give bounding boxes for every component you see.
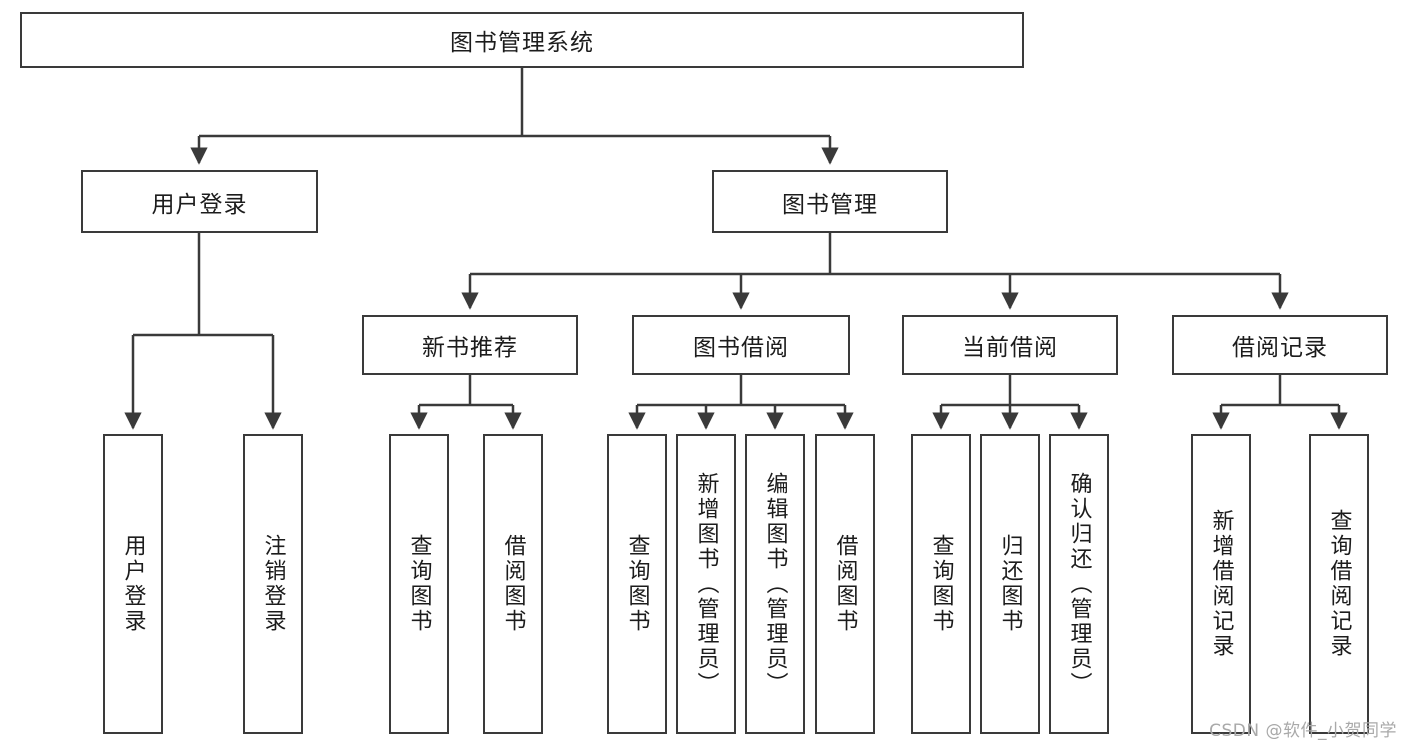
node-borrow-record-label: 借阅记录 <box>1232 335 1328 361</box>
leaf-label: 确认归还（管理员） <box>1066 471 1092 697</box>
node-book-borrow[interactable]: 图书借阅 <box>632 315 850 375</box>
node-root-label: 图书管理系统 <box>450 30 594 56</box>
leaf-current-borrow-confirm[interactable]: 确认归还（管理员） <box>1049 434 1109 734</box>
leaf-label: 编辑图书（管理员） <box>762 471 788 697</box>
leaf-borrow-record-add[interactable]: 新增借阅记录 <box>1191 434 1251 734</box>
node-book-management-label: 图书管理 <box>782 191 878 218</box>
leaf-book-borrow-borrow[interactable]: 借阅图书 <box>815 434 875 734</box>
leaf-book-borrow-edit[interactable]: 编辑图书（管理员） <box>745 434 805 734</box>
leaf-label: 归还图书 <box>997 534 1023 634</box>
leaf-new-book-borrow[interactable]: 借阅图书 <box>483 434 543 734</box>
leaf-book-borrow-add[interactable]: 新增图书（管理员） <box>676 434 736 734</box>
csdn-watermark: CSDN @软件_小贺同学 <box>1209 721 1397 741</box>
leaf-label: 注销登录 <box>260 534 286 634</box>
node-book-borrow-label: 图书借阅 <box>693 335 789 361</box>
leaf-user-login-login[interactable]: 用户登录 <box>103 434 163 734</box>
leaf-current-borrow-return[interactable]: 归还图书 <box>980 434 1040 734</box>
node-book-management[interactable]: 图书管理 <box>712 170 948 233</box>
leaf-label: 查询借阅记录 <box>1326 509 1352 659</box>
leaf-current-borrow-query[interactable]: 查询图书 <box>911 434 971 734</box>
node-user-login-label: 用户登录 <box>151 191 248 218</box>
node-user-login[interactable]: 用户登录 <box>81 170 318 233</box>
leaf-label: 用户登录 <box>120 534 146 634</box>
leaf-label: 查询图书 <box>406 534 432 634</box>
leaf-new-book-query[interactable]: 查询图书 <box>389 434 449 734</box>
leaf-borrow-record-query[interactable]: 查询借阅记录 <box>1309 434 1369 734</box>
node-new-book-recommend-label: 新书推荐 <box>422 335 518 361</box>
leaf-label: 新增图书（管理员） <box>693 471 719 697</box>
node-new-book-recommend[interactable]: 新书推荐 <box>362 315 578 375</box>
node-borrow-record[interactable]: 借阅记录 <box>1172 315 1388 375</box>
leaf-book-borrow-query[interactable]: 查询图书 <box>607 434 667 734</box>
node-root[interactable]: 图书管理系统 <box>20 12 1024 68</box>
node-current-borrow-label: 当前借阅 <box>962 335 1058 361</box>
leaf-label: 借阅图书 <box>500 534 526 634</box>
node-current-borrow[interactable]: 当前借阅 <box>902 315 1118 375</box>
leaf-label: 查询图书 <box>624 534 650 634</box>
leaf-label: 查询图书 <box>928 534 954 634</box>
leaf-label: 新增借阅记录 <box>1208 509 1234 659</box>
leaf-label: 借阅图书 <box>832 534 858 634</box>
leaf-user-login-logout[interactable]: 注销登录 <box>243 434 303 734</box>
